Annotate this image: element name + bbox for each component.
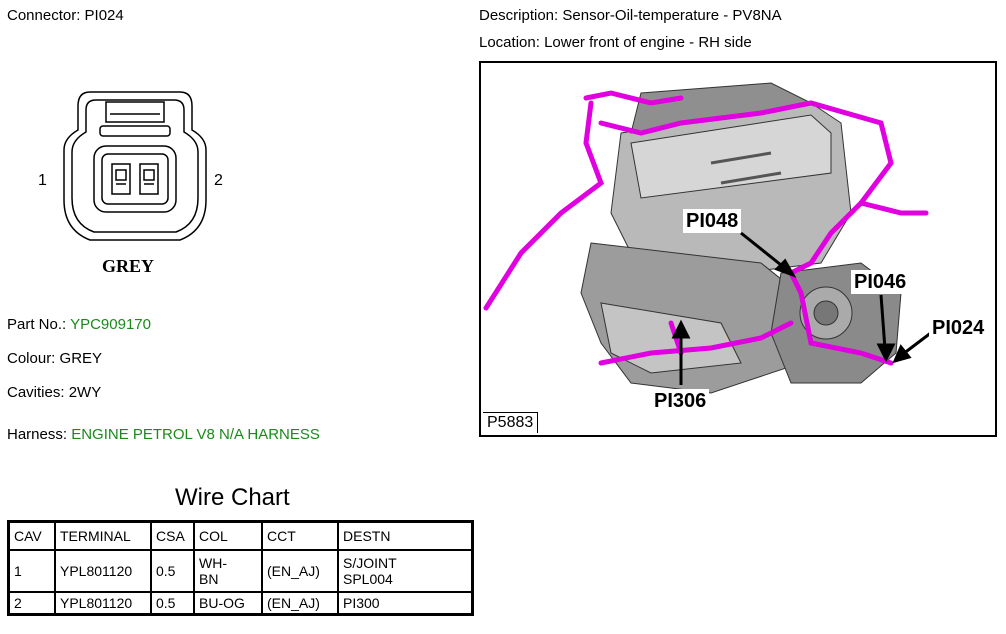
connector-face-icon	[63, 91, 207, 241]
callout-pi046: PI046	[851, 270, 910, 294]
engine-location-image: PI048 PI046 PI024 PI306 P5883	[479, 61, 997, 437]
cavities-label: Cavities:	[7, 384, 65, 401]
table-row: 1 YPL801120 0.5 WH- BN (EN_AJ) S/JOINT S…	[7, 549, 474, 593]
colour-label: Colour:	[7, 350, 56, 367]
header-col: COL	[193, 520, 263, 551]
connector-drawing: 1 2 GREY	[30, 80, 240, 280]
part-no-line: Part No.: YPC909170	[7, 316, 151, 333]
wire-chart-title: Wire Chart	[175, 484, 290, 511]
description-value: Sensor-Oil-temperature - PV8NA	[562, 7, 782, 24]
cell-cct: (EN_AJ)	[261, 591, 339, 616]
header-cct: CCT	[261, 520, 339, 551]
image-reference: P5883	[483, 412, 539, 433]
harness-label: Harness:	[7, 426, 68, 443]
part-no-link[interactable]: YPC909170	[70, 316, 151, 333]
callout-pi048: PI048	[683, 209, 742, 233]
cell-terminal: YPL801120	[54, 549, 152, 593]
cell-col: WH- BN	[193, 549, 263, 593]
pin-label-1: 1	[38, 172, 47, 189]
table-row: 2 YPL801120 0.5 BU-OG (EN_AJ) PI300	[7, 591, 474, 616]
colour-line: Colour: GREY	[7, 350, 102, 367]
connector-line: Connector: PI024	[7, 7, 124, 24]
cell-csa: 0.5	[150, 591, 195, 616]
location-label: Location:	[479, 34, 540, 51]
cell-cct: (EN_AJ)	[261, 549, 339, 593]
wire-chart-table: CAV TERMINAL CSA COL CCT DESTN 1 YPL8011…	[7, 520, 474, 616]
part-no-label: Part No.:	[7, 316, 67, 333]
header-csa: CSA	[150, 520, 195, 551]
cell-destn: S/JOINT SPL004	[337, 549, 474, 593]
cell-cav: 1	[7, 549, 56, 593]
harness-link[interactable]: ENGINE PETROL V8 N/A HARNESS	[71, 426, 320, 443]
callout-pi024: PI024	[929, 316, 988, 340]
colour-value: GREY	[59, 350, 103, 367]
cell-destn: PI300	[337, 591, 474, 616]
connector-color-caption: GREY	[102, 256, 155, 276]
description-line: Description: Sensor-Oil-temperature - PV…	[479, 7, 782, 24]
connector-value: PI024	[84, 7, 124, 24]
header-cav: CAV	[7, 520, 56, 551]
header-terminal: TERMINAL	[54, 520, 152, 551]
engine-drawing	[483, 82, 937, 394]
connector-label: Connector:	[7, 7, 81, 24]
description-label: Description:	[479, 7, 559, 24]
cell-col: BU-OG	[193, 591, 263, 616]
callout-pi306: PI306	[651, 389, 710, 413]
cavities-value: 2WY	[68, 384, 102, 401]
cavities-line: Cavities: 2WY	[7, 384, 101, 401]
cell-cav: 2	[7, 591, 56, 616]
header-destn: DESTN	[337, 520, 474, 551]
harness-line: Harness: ENGINE PETROL V8 N/A HARNESS	[7, 426, 320, 443]
location-value: Lower front of engine - RH side	[544, 34, 752, 51]
cell-csa: 0.5	[150, 549, 195, 593]
location-line: Location: Lower front of engine - RH sid…	[479, 34, 752, 51]
table-header-row: CAV TERMINAL CSA COL CCT DESTN	[7, 520, 474, 551]
pin-label-2: 2	[214, 172, 223, 189]
cell-terminal: YPL801120	[54, 591, 152, 616]
